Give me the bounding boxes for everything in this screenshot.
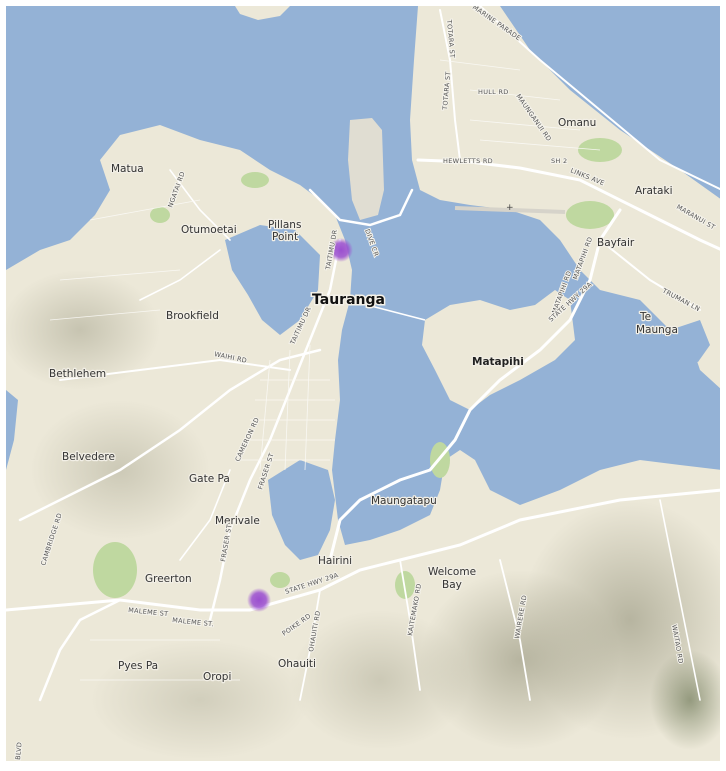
place-bayfair: Bayfair: [597, 237, 635, 249]
place-belvedere: Belvedere: [62, 451, 115, 463]
bridges: [347, 299, 471, 441]
water-te-maunga-ponds: [670, 320, 710, 362]
marker-city-centre[interactable]: [329, 238, 353, 262]
land-mount-peninsula: [410, 6, 722, 390]
place-gate-pa: Gate Pa: [189, 473, 230, 485]
place-bay: Bay: [442, 579, 462, 591]
airport-icon: +: [506, 203, 514, 213]
place-matapihi: Matapihi: [472, 356, 524, 368]
airport-runway: [454, 206, 566, 214]
place-pillans: Pillans: [268, 219, 301, 231]
place-welcome: Welcome: [428, 566, 476, 578]
water-waimapu-estuary: [268, 460, 335, 560]
water-waikareao-estuary: [225, 225, 320, 335]
road-hewletts-rd: HEWLETTS RD: [443, 157, 493, 165]
place-maungatapu: Maungatapu: [371, 495, 437, 507]
place-ohauiti: Ohauiti: [278, 658, 316, 670]
city-label-tauranga: Tauranga: [312, 292, 385, 308]
place-oropi: Oropi: [203, 671, 231, 683]
land-north-islet: [235, 6, 290, 20]
land-matapihi: [422, 290, 575, 410]
hill-shading: [0, 270, 726, 760]
place-bethlehem: Bethlehem: [49, 368, 106, 380]
place-omanu: Omanu: [558, 117, 596, 129]
road-network: [4, 5, 724, 702]
place-maunga: Maunga: [636, 324, 678, 336]
parks: [93, 138, 622, 599]
place-brookfield: Brookfield: [166, 310, 219, 322]
road-blvd: BLVD: [14, 742, 24, 761]
marker-greerton[interactable]: [247, 588, 271, 612]
place-labels: Matua Otumoetai Pillans Point Brookfield…: [48, 116, 679, 685]
road-sh2: SH 2: [551, 157, 567, 165]
markers[interactable]: [247, 238, 353, 612]
place-te: Te: [639, 311, 651, 323]
road-hull-rd: HULL RD: [478, 88, 509, 96]
place-merivale: Merivale: [215, 515, 260, 527]
place-otumoetai: Otumoetai: [181, 224, 237, 236]
place-arataki: Arataki: [635, 185, 672, 197]
place-pyes-pa: Pyes Pa: [118, 660, 158, 672]
place-matua: Matua: [111, 163, 144, 175]
land-port-wharf: [348, 118, 384, 220]
place-greerton: Greerton: [145, 573, 192, 585]
street-grid: [49, 59, 601, 681]
water-western-inlet: [6, 390, 18, 470]
place-point: Point: [272, 231, 298, 243]
place-hairini: Hairini: [318, 555, 352, 567]
